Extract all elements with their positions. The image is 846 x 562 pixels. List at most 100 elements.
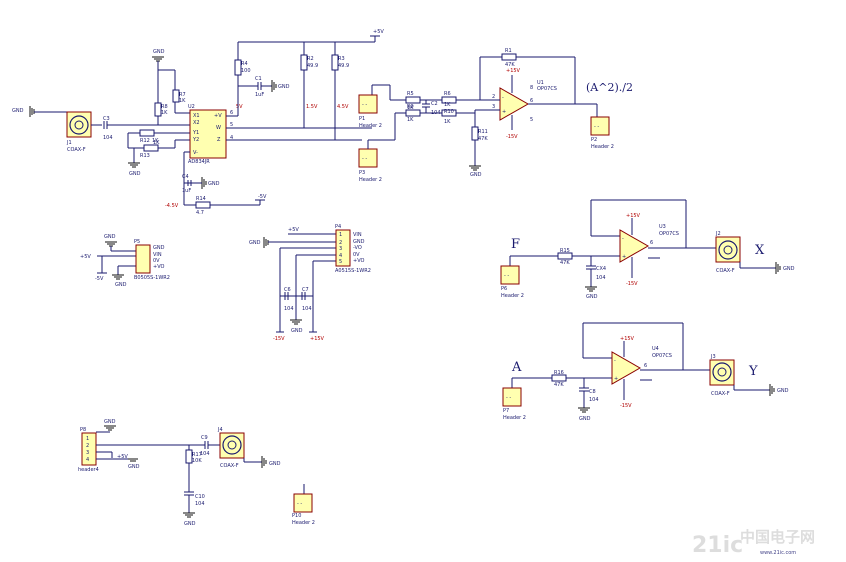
c4-des: C4 — [182, 174, 189, 180]
u4-vpos: +15V — [620, 336, 635, 342]
p4-pin-vin: VIN — [353, 232, 362, 238]
p4-p15v: +15V — [310, 336, 325, 342]
r4-val: 100 — [241, 68, 251, 74]
coax-icon — [718, 240, 738, 260]
u2-pin-vpos: +V — [214, 113, 222, 119]
u4-opamp-symbol — [611, 351, 642, 385]
u1-vneg: -15V — [506, 134, 518, 140]
gnd-label-c67: GND — [291, 328, 303, 334]
r2-des: R2 — [307, 56, 314, 62]
p5-pin-gnd: GND — [153, 245, 165, 251]
buffer-u3-section: F - - P6 Header 2 R15 47K CX4 104 GND - … — [500, 199, 795, 300]
r15-val: 47K — [560, 260, 570, 266]
p5-vin-rail: +5V — [80, 254, 91, 260]
u3-opamp-symbol — [619, 229, 650, 263]
svg-text:8: 8 — [530, 85, 533, 91]
gnd-label-c8: GND — [579, 416, 591, 422]
p4-pin-0v: 0V — [353, 252, 360, 258]
c3-val: 104 — [103, 135, 113, 141]
net-4v5: 4.5V — [337, 104, 349, 110]
coax-icon — [222, 435, 242, 455]
gnd-label-c10: GND — [184, 521, 196, 527]
u2-multiplier-chip — [189, 109, 227, 159]
c7-des: C7 — [302, 287, 309, 293]
j3-val: COAX-F — [711, 391, 730, 397]
r10-des: R10 — [444, 109, 454, 115]
u1-val: OP07CS — [537, 86, 557, 92]
j2-val: COAX-F — [716, 268, 735, 274]
watermark-logo: 21ic 中国电子网 www.21ic.com — [692, 528, 815, 558]
subtractor-section: - - P1 Header 2 - - P3 Header 2 R5 1K R9… — [304, 48, 633, 183]
u1-des: U1 — [537, 80, 544, 86]
svg-text:4: 4 — [339, 253, 342, 259]
r8-des: R8 — [161, 104, 168, 110]
svg-text:6: 6 — [530, 98, 533, 104]
power-modules: GND +5V -5V GND P5 B0505S-1WR2 GND VIN 0… — [80, 224, 371, 342]
r5-des: R5 — [407, 91, 414, 97]
c9-des: C9 — [201, 435, 208, 441]
svg-text:6: 6 — [644, 363, 647, 369]
svg-text:4: 4 — [86, 457, 89, 463]
r5-val: 1K — [407, 105, 414, 111]
gnd-label-top: GND — [153, 49, 165, 55]
svg-text:1: 1 — [339, 232, 342, 238]
multiplier-section: GND J1 COAX-F C3 104 GND R7 1K R8 1K — [12, 29, 384, 216]
r13-val: 1K — [153, 140, 160, 146]
gnd-label-j1: GND — [12, 108, 24, 114]
c10-val: 104 — [195, 501, 205, 507]
u1-opamp-symbol — [499, 87, 530, 121]
gnd-label-p8b: GND — [128, 464, 140, 470]
p4-des: P4 — [335, 224, 341, 230]
p1-header-body — [358, 94, 378, 114]
u2-pin-vneg: V- — [193, 150, 198, 156]
r9-val: 1K — [407, 117, 414, 123]
p4-pin-vo-neg: -VO — [353, 245, 362, 251]
c7-val: 104 — [302, 306, 312, 312]
p7-val: Header 2 — [503, 415, 526, 421]
r16-des: R16 — [554, 370, 564, 376]
p5v-rail-label: +5V — [373, 29, 384, 35]
u2-pin-y2: Y2 — [192, 137, 199, 143]
r15-des: R15 — [560, 248, 570, 254]
p3-des: P3 — [359, 170, 365, 176]
r12-des: R12 — [140, 138, 150, 144]
label-y: Y — [748, 364, 758, 379]
c10-des: C10 — [195, 494, 205, 500]
svg-text:2: 2 — [86, 443, 89, 449]
p5-des: P5 — [134, 239, 140, 245]
c3-des: C3 — [103, 116, 110, 122]
c1-val: 1uF — [255, 92, 264, 98]
p5-pin-0v: 0V — [153, 258, 160, 264]
svg-text:- -: - - — [594, 124, 599, 130]
svg-text:5: 5 — [530, 117, 533, 123]
u2-des: U2 — [188, 104, 195, 110]
formula-label: (A^2)./2 — [586, 81, 633, 94]
coax-icon — [69, 115, 89, 135]
u2-pinnum-6: 6 — [230, 110, 233, 116]
p8-header-body — [81, 432, 97, 466]
p2-val: Header 2 — [591, 144, 614, 150]
c8-des: C8 — [589, 389, 596, 395]
r11-des: R11 — [478, 129, 488, 135]
p5-pin-vin: VIN — [153, 252, 162, 258]
watermark-url: www.21ic.com — [760, 550, 796, 556]
r10-val: 1K — [444, 119, 451, 125]
p5-pin-vo: +VO — [153, 264, 165, 270]
svg-text:1: 1 — [86, 436, 89, 442]
r13-des: R13 — [140, 153, 150, 159]
p1-des: P1 — [359, 116, 365, 122]
r7-val: 1K — [179, 98, 186, 104]
svg-text:+: + — [622, 254, 626, 260]
svg-text:-: - — [502, 95, 504, 101]
p4-part: A0515S-1WR2 — [335, 268, 371, 274]
gnd-label-p4: GND — [249, 240, 261, 246]
j1-des: J1 — [66, 140, 72, 146]
svg-text:6: 6 — [650, 240, 653, 246]
r3-val: 49.9 — [338, 63, 349, 69]
r3-des: R3 — [338, 56, 345, 62]
p10-des: P10 — [292, 513, 301, 519]
u2-pin-y1: Y1 — [192, 130, 199, 136]
coax-icon — [712, 362, 732, 382]
p8-p5v: +5V — [117, 454, 128, 460]
